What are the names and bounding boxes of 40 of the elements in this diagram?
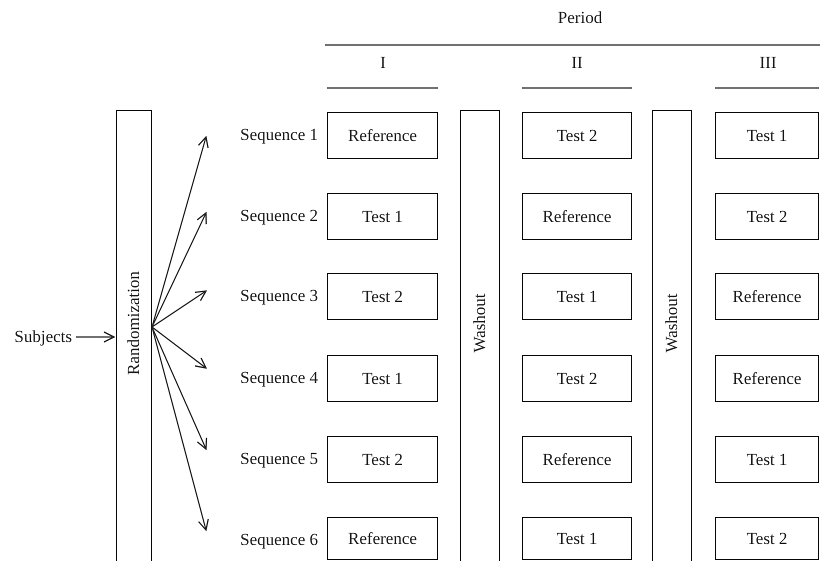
- sequence-label: Sequence 1: [212, 123, 318, 147]
- treatment-box: Reference: [715, 355, 819, 402]
- treatment-box: Test 2: [327, 273, 438, 320]
- period-number: II: [571, 53, 583, 73]
- treatment-box: Test 2: [522, 355, 632, 402]
- randomization-bar: [116, 110, 152, 561]
- sequence-label: Sequence 2: [212, 204, 318, 228]
- arrow: [151, 212, 207, 328]
- treatment-box: Test 1: [715, 436, 819, 483]
- washout-bar: [652, 110, 692, 561]
- washout-bar: [460, 110, 500, 561]
- treatment-box: Reference: [715, 273, 819, 320]
- sequence-label: Sequence 3: [212, 284, 318, 308]
- treatment-box: Test 1: [715, 112, 819, 159]
- treatment-box: Test 1: [327, 193, 438, 240]
- sequence-label: Sequence 5: [212, 447, 318, 471]
- arrow: [76, 331, 115, 343]
- arrow: [152, 290, 207, 328]
- arrow: [151, 326, 208, 450]
- treatment-box: Reference: [327, 112, 438, 159]
- treatment-box: Test 1: [327, 355, 438, 402]
- subjects-label: Subjects: [6, 325, 72, 349]
- bar-label: Washout: [470, 293, 490, 353]
- treatment-box: Reference: [522, 193, 632, 240]
- treatment-box: Reference: [522, 436, 632, 483]
- period-number: III: [760, 53, 776, 73]
- sequence-label: Sequence 6: [212, 528, 318, 552]
- treatment-box: Test 2: [522, 112, 632, 159]
- bar-label: Randomization: [124, 271, 144, 375]
- period-number: I: [380, 53, 386, 73]
- bar-label: Washout: [662, 293, 682, 353]
- treatment-box: Test 2: [715, 193, 819, 240]
- treatment-box: Test 2: [715, 517, 819, 560]
- treatment-box: Test 1: [522, 517, 632, 560]
- sequence-label: Sequence 4: [212, 366, 318, 390]
- arrow: [152, 326, 207, 369]
- treatment-box: Reference: [327, 517, 438, 560]
- treatment-box: Test 2: [327, 436, 438, 483]
- treatment-box: Test 1: [522, 273, 632, 320]
- period-heading: Period: [558, 8, 602, 28]
